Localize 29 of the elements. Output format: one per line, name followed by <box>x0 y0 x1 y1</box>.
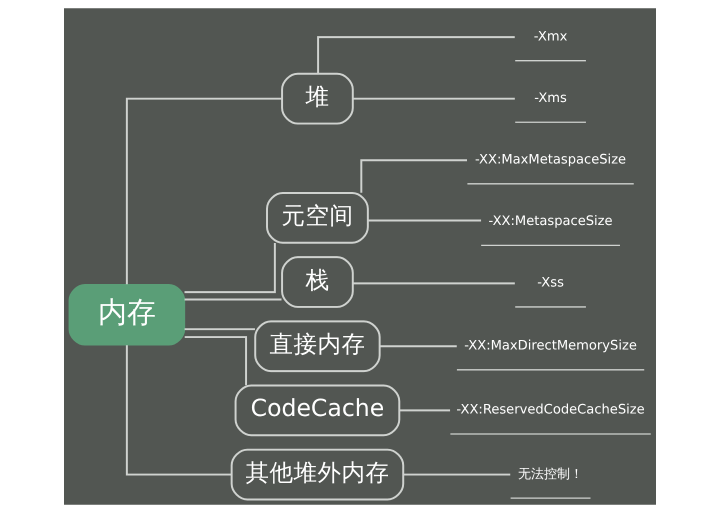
node-text: -Xms <box>534 90 567 106</box>
node-box: 直接内存 <box>254 320 381 372</box>
node-text: -XX:MetaspaceSize <box>488 214 613 230</box>
node-text: -XX:MaxMetaspaceSize <box>475 152 626 168</box>
node-text: -XX:MaxDirectMemorySize <box>464 338 637 354</box>
node-box: CodeCache <box>234 384 400 436</box>
connector <box>380 345 457 348</box>
connector <box>399 409 450 412</box>
node-box: 元空间 <box>266 192 369 244</box>
connector <box>368 220 482 222</box>
connector <box>403 474 510 476</box>
node-text: -Xmx <box>534 29 568 44</box>
node-text: -Xss <box>537 276 564 291</box>
connector <box>184 328 255 330</box>
connector <box>184 298 282 300</box>
connector <box>184 336 248 386</box>
connector <box>352 98 515 100</box>
node-box: 内存 <box>68 284 186 346</box>
node-box: 堆 <box>281 72 354 125</box>
connector <box>126 345 232 476</box>
node-text: -XX:ReservedCodeCacheSize <box>456 402 645 418</box>
node-text: 无法控制！ <box>518 466 584 482</box>
connector <box>126 98 282 284</box>
connector <box>360 159 467 193</box>
connector <box>184 242 276 294</box>
node-box: 栈 <box>281 256 354 308</box>
connector <box>317 36 515 74</box>
node-box: 其他堆外内存 <box>230 448 404 500</box>
connector <box>352 282 515 284</box>
